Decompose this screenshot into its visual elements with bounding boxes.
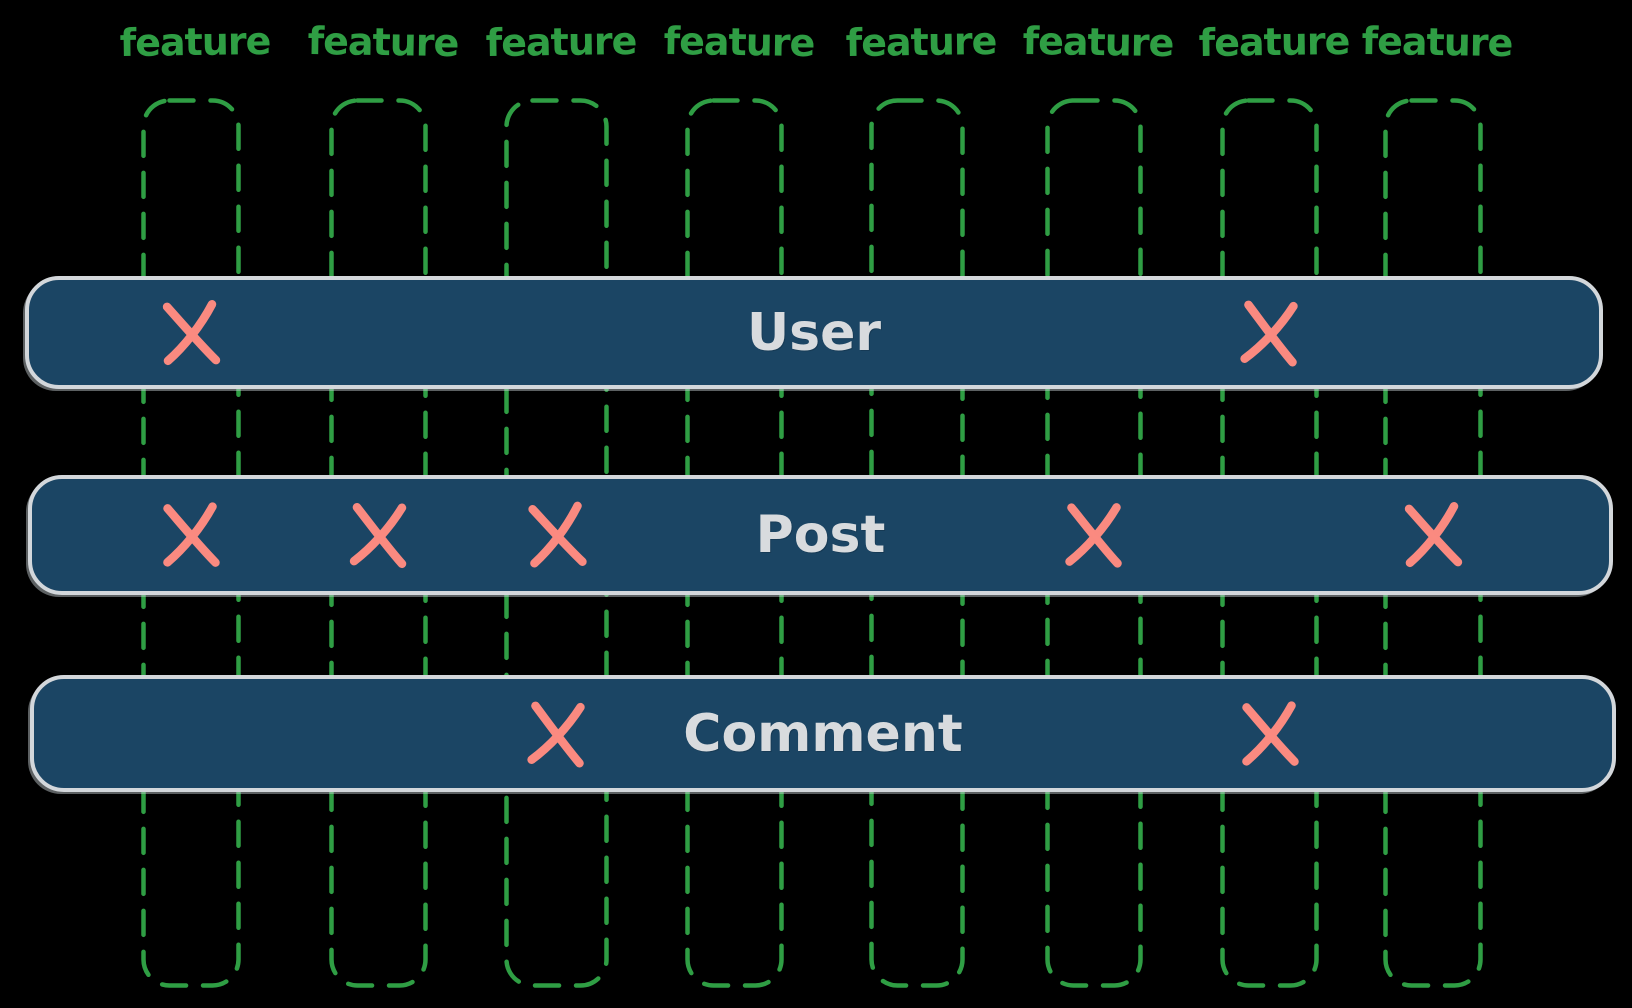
x-mark-icon: [1061, 499, 1126, 570]
entity-label: Comment: [683, 703, 963, 764]
feature-column-label: feature: [1361, 18, 1513, 66]
x-mark-icon: [1400, 499, 1466, 571]
feature-column-label: feature: [119, 18, 271, 66]
x-mark-icon: [345, 499, 411, 571]
entity-row-post: Post: [28, 475, 1613, 595]
x-mark-icon: [1237, 698, 1302, 769]
feature-column-label: feature: [484, 18, 637, 66]
entity-row-comment: Comment: [30, 675, 1616, 792]
feature-column-label: feature: [845, 18, 997, 66]
entity-label: User: [746, 302, 882, 363]
entity-label: Post: [755, 505, 886, 565]
x-mark-icon: [158, 296, 224, 368]
feature-column-label: feature: [1197, 18, 1350, 66]
x-mark-icon: [523, 697, 591, 770]
feature-column-label: feature: [306, 18, 459, 66]
x-mark-icon: [158, 499, 223, 570]
x-mark-icon: [1236, 296, 1304, 369]
feature-column-label: feature: [1022, 18, 1174, 66]
feature-column-label: feature: [662, 18, 815, 66]
x-mark-icon: [523, 498, 591, 571]
entity-row-user: User: [25, 276, 1603, 389]
